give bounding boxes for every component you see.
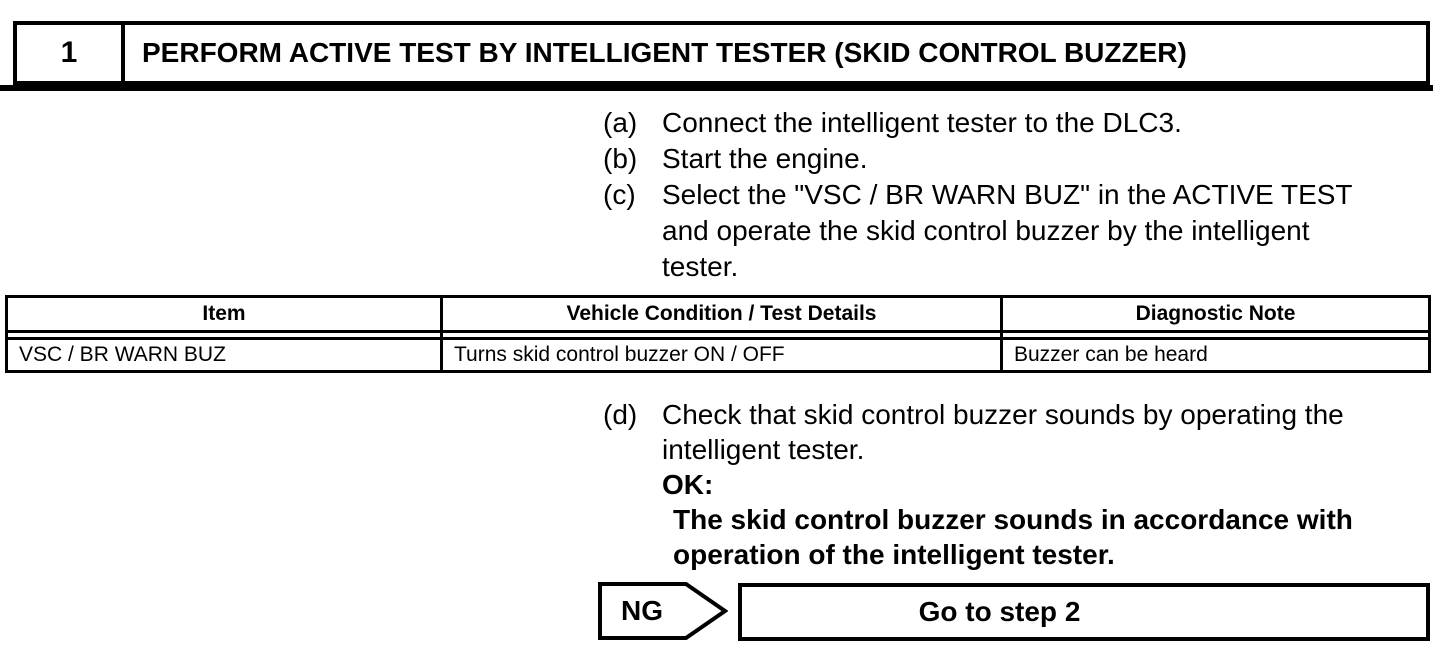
instruction-d-marker: (d)	[603, 399, 638, 430]
step-number: 1	[17, 25, 125, 81]
ok-criteria-line2: operation of the intelligent tester.	[673, 539, 1115, 570]
instruction-b-marker: (b)	[603, 143, 638, 174]
instruction-a-text: Connect the intelligent tester to the DL…	[662, 107, 1182, 138]
instruction-b-text: Start the engine.	[662, 143, 868, 174]
table-double-rule-segment	[443, 333, 1003, 337]
go-to-step-box[interactable]: Go to step 2	[738, 583, 1430, 641]
ok-criteria-line1: The skid control buzzer sounds in accord…	[673, 504, 1353, 535]
instruction-c-text-line3: tester.	[662, 251, 739, 282]
table-double-rule-segment	[1003, 333, 1428, 337]
instruction-d: (d) Check that skid control buzzer sound…	[603, 397, 1353, 572]
table-header-item: Item	[8, 298, 443, 330]
instruction-a-marker: (a)	[603, 107, 638, 138]
go-to-step-label: Go to step 2	[918, 596, 1081, 627]
table-cell-item-text: VSC / BR WARN BUZ	[19, 343, 226, 366]
instruction-d-text-line2: intelligent tester.	[662, 434, 865, 465]
ok-label: OK:	[662, 469, 714, 500]
table-header-diagnostic-note: Diagnostic Note	[1135, 302, 1296, 325]
header-underline	[0, 85, 1433, 91]
active-test-table: Item Vehicle Condition / Test Details Di…	[5, 295, 1431, 373]
instruction-c-text-line2: and operate the skid control buzzer by t…	[662, 215, 1310, 246]
instruction-a: (a) Connect the intelligent tester to th…	[603, 105, 1182, 141]
instruction-b: (b) Start the engine.	[603, 141, 867, 177]
table-cell-diagnostic-note: Buzzer can be heard	[1003, 340, 1428, 370]
step-title: PERFORM ACTIVE TEST BY INTELLIGENT TESTE…	[142, 37, 1187, 68]
table-cell-vehicle-condition: Turns skid control buzzer ON / OFF	[443, 340, 1003, 370]
table-cell-diagnostic-note-text: Buzzer can be heard	[1014, 343, 1208, 366]
table-header-vehicle-condition: Vehicle Condition / Test Details	[443, 298, 1003, 330]
ng-pointer: NG	[598, 582, 728, 640]
instruction-c-marker: (c)	[603, 179, 636, 210]
step-header: 1 PERFORM ACTIVE TEST BY INTELLIGENT TES…	[13, 21, 1430, 85]
table-row: VSC / BR WARN BUZ Turns skid control buz…	[8, 340, 1428, 370]
ng-label: NG	[621, 595, 663, 626]
instruction-c: (c) Select the "VSC / BR WARN BUZ" in th…	[603, 177, 1353, 285]
table-cell-vehicle-condition-text: Turns skid control buzzer ON / OFF	[454, 343, 785, 366]
table-cell-item: VSC / BR WARN BUZ	[8, 340, 443, 370]
instruction-c-text-line1: Select the "VSC / BR WARN BUZ" in the AC…	[662, 179, 1353, 210]
table-double-rule	[8, 333, 1428, 340]
table-header-row: Item Vehicle Condition / Test Details Di…	[8, 298, 1428, 333]
instruction-d-text-line1: Check that skid control buzzer sounds by…	[662, 399, 1344, 430]
table-double-rule-segment	[8, 333, 443, 337]
ng-arrow-icon	[598, 582, 728, 640]
